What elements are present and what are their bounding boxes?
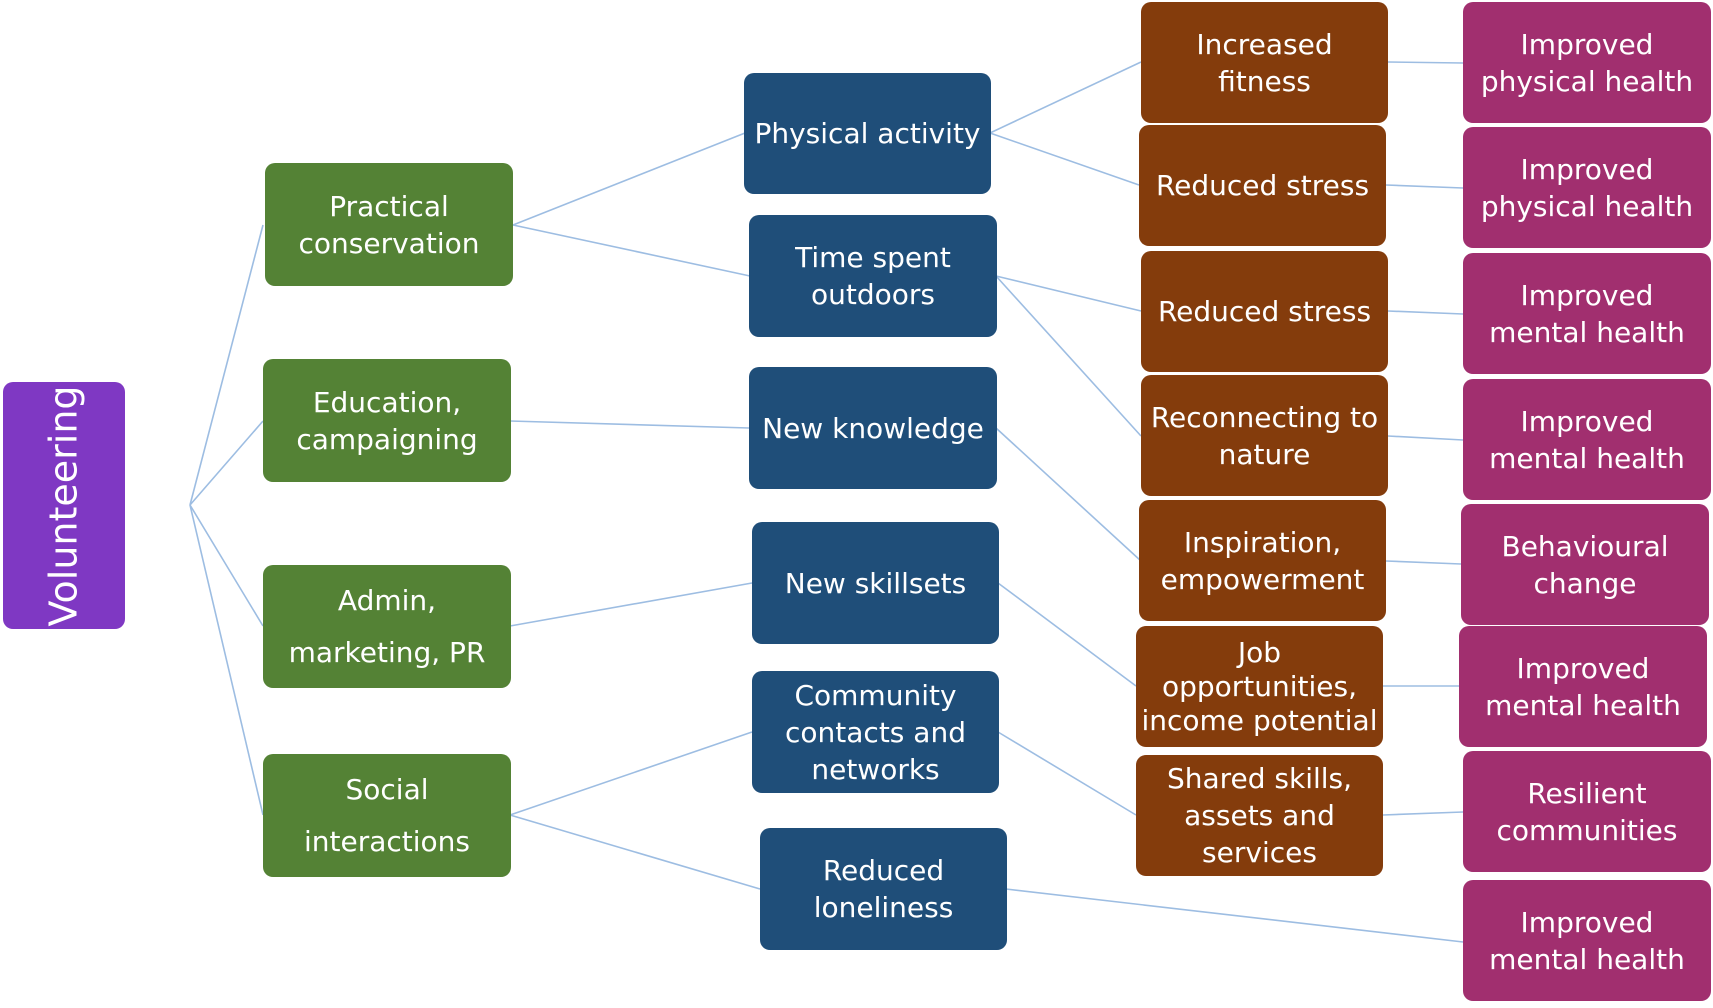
outcome-label: Improved physical health <box>1480 152 1694 223</box>
outcome-node-resilient-communities: Resilient communities <box>1463 751 1711 872</box>
mechanism-label: Time spent outdoors <box>795 241 951 311</box>
outcome-node-improved-mental-health-1: Improved mental health <box>1463 253 1711 374</box>
connector-line <box>1385 184 1464 189</box>
root-label: Volunteering <box>42 384 86 627</box>
outcome-label: Improved physical health <box>1480 27 1694 98</box>
connector-line <box>1382 811 1464 816</box>
outcome-node-improved-mental-health-3: Improved mental health <box>1459 626 1707 747</box>
connector-line <box>1387 435 1464 441</box>
effect-label: Inspiration, empowerment <box>1160 525 1365 596</box>
effect-label: Increased fitness <box>1196 27 1333 98</box>
outcome-label: Improved mental health <box>1489 404 1685 475</box>
outcome-label: Improved mental health <box>1489 278 1685 349</box>
effect-label: Reduced stress <box>1155 169 1370 202</box>
effect-node-increased-fitness: Increased fitness <box>1141 2 1388 123</box>
mechanism-node-time-spent-outdoors: Time spent outdoors <box>749 215 997 337</box>
activity-label: Social interactions <box>303 772 471 858</box>
outcome-node-improved-mental-health-2: Improved mental health <box>1463 379 1711 500</box>
outcome-node-behavioural-change: Behavioural change <box>1461 504 1709 625</box>
outcome-label: Improved mental health <box>1489 905 1685 976</box>
outcome-node-improved-mental-health-4: Improved mental health <box>1463 880 1711 1001</box>
activity-label: Practical conservation <box>298 189 480 260</box>
activity-node-admin-marketing-pr: Admin, marketing, PR <box>263 565 511 688</box>
connector-line <box>1385 560 1462 565</box>
mechanism-node-new-skillsets: New skillsets <box>752 522 999 644</box>
connector-line <box>1387 310 1464 315</box>
effect-label: Reduced stress <box>1157 295 1372 328</box>
connector-line <box>509 814 761 890</box>
mechanism-label: New knowledge <box>762 411 984 445</box>
connector-line <box>512 224 751 277</box>
mechanism-node-community-contacts: Community contacts and networks <box>752 671 999 793</box>
connector-line <box>997 582 1137 687</box>
connector-line <box>995 275 1142 437</box>
connector-line <box>512 132 746 226</box>
activity-label: Admin, marketing, PR <box>288 583 486 669</box>
connector-line <box>509 731 753 816</box>
connector-line <box>995 275 1142 312</box>
connector-line <box>189 420 264 506</box>
activity-node-social-interactions: Social interactions <box>263 754 511 877</box>
connector-line <box>1387 61 1464 64</box>
effect-node-reconnecting-to-nature: Reconnecting to nature <box>1141 375 1388 496</box>
mechanism-label: Community contacts and networks <box>785 678 966 786</box>
effect-node-shared-skills: Shared skills, assets and services <box>1136 755 1383 876</box>
mechanism-node-physical-activity: Physical activity <box>744 73 991 194</box>
outcome-label: Behavioural change <box>1501 529 1669 600</box>
mechanism-label: New skillsets <box>784 566 967 600</box>
effect-label: Shared skills, assets and services <box>1166 762 1353 869</box>
connector-line <box>189 504 264 627</box>
outcome-node-improved-physical-health-1: Improved physical health <box>1463 2 1711 123</box>
root-node-volunteering: Volunteering <box>3 382 125 629</box>
activity-label: Education, campaigning <box>296 385 478 456</box>
connector-line <box>995 427 1142 562</box>
mechanism-node-new-knowledge: New knowledge <box>749 367 997 489</box>
connector-line <box>189 224 264 506</box>
outcome-label: Resilient communities <box>1496 776 1678 847</box>
connector-line <box>189 504 264 816</box>
effect-label: Reconnecting to nature <box>1150 400 1379 471</box>
effect-node-reduced-stress-1: Reduced stress <box>1139 125 1386 246</box>
activity-node-practical-conservation: Practical conservation <box>265 163 513 286</box>
connector-line <box>1005 888 1464 943</box>
connector-line <box>509 582 753 627</box>
mechanism-label: Physical activity <box>754 117 981 150</box>
activity-node-education-campaigning: Education, campaigning <box>263 359 511 482</box>
outcome-node-improved-physical-health-2: Improved physical health <box>1463 127 1711 248</box>
effect-label: Job opportunities, income potential <box>1141 635 1378 737</box>
connector-line <box>997 731 1137 816</box>
connector-line <box>989 61 1142 134</box>
connector-line <box>509 420 750 429</box>
effect-node-reduced-stress-2: Reduced stress <box>1141 251 1388 372</box>
mechanism-label: Reduced loneliness <box>813 854 954 924</box>
effect-node-job-opportunities: Job opportunities, income potential <box>1136 626 1383 747</box>
connector-line <box>989 132 1140 186</box>
effect-node-inspiration-empowerment: Inspiration, empowerment <box>1139 500 1386 621</box>
mechanism-node-reduced-loneliness: Reduced loneliness <box>760 828 1007 950</box>
outcome-label: Improved mental health <box>1485 651 1681 722</box>
